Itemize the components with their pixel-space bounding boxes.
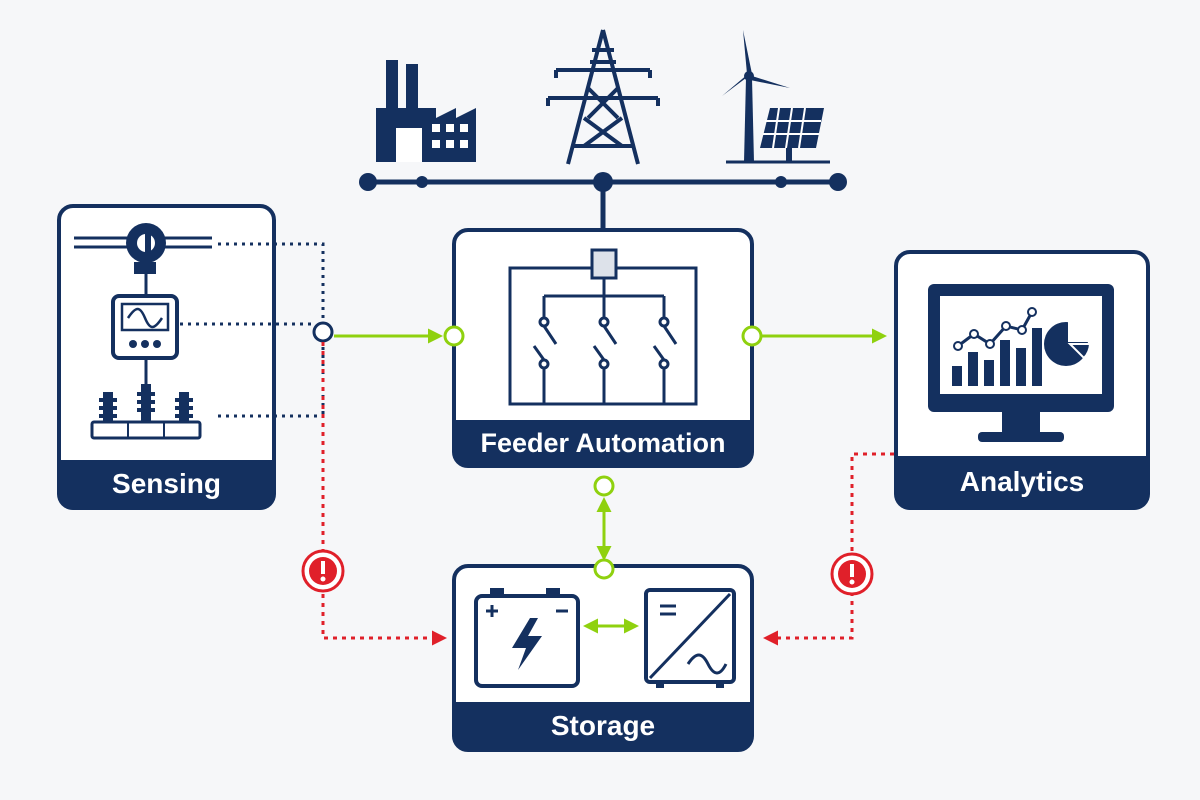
battery-icon <box>474 588 580 688</box>
alert-line-analytics-to-storage <box>763 452 894 646</box>
monitor-chart-icon <box>928 284 1114 442</box>
sensing-data-lines <box>180 242 325 418</box>
alert-line-sensing-to-storage <box>321 342 447 646</box>
alert-icon <box>830 552 874 596</box>
power-meter-icon <box>111 294 179 384</box>
inverter-icon <box>644 588 736 688</box>
factory-icon <box>376 60 476 162</box>
transformer-bushings-icon <box>90 384 202 440</box>
current-sensor-icon <box>74 223 212 296</box>
solar-panel-icon <box>760 107 824 162</box>
transmission-tower-icon <box>546 29 660 165</box>
switchgear-icon <box>508 248 698 406</box>
alert-icon <box>301 549 345 593</box>
feeder-automation-panel[interactable] <box>452 228 754 468</box>
connection-ports <box>312 321 763 580</box>
wind-turbine-icon <box>722 30 790 162</box>
power-bus <box>359 172 847 232</box>
